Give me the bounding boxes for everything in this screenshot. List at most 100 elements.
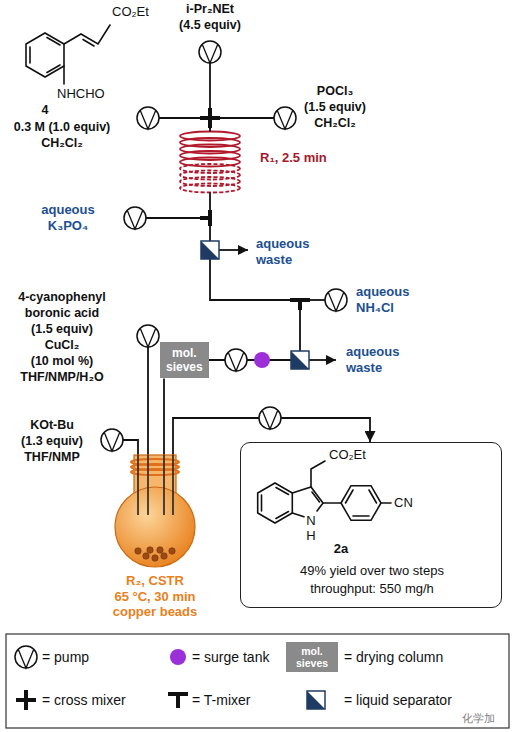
copper-bead — [157, 547, 163, 553]
pump-symbol — [274, 107, 296, 129]
group-label: NHCHO — [57, 86, 105, 102]
pump-symbol — [137, 107, 159, 129]
tube — [209, 63, 211, 110]
double-bond — [30, 38, 60, 73]
tube — [123, 440, 138, 456]
benzene-ring — [26, 33, 64, 77]
reagent-text: POCl₃ — [317, 84, 353, 99]
reagent-text: i-Pr₂NEt — [186, 2, 234, 17]
pump-symbol — [259, 407, 281, 429]
legend-text: = pump — [42, 649, 89, 666]
legend-sample-label: mol. sieves — [296, 645, 328, 669]
pump-valve — [262, 410, 278, 429]
copper-bead — [147, 547, 153, 553]
pump-valve — [202, 44, 218, 63]
reagent-text: (1.3 equiv) — [21, 434, 83, 449]
chemical-bond — [311, 461, 325, 487]
liquid-separator — [291, 351, 309, 369]
chemical-bond — [258, 483, 293, 523]
column-label: mol. sieves — [166, 346, 203, 375]
pump-circle — [325, 289, 347, 311]
t-mixer — [298, 300, 302, 310]
pump-valve — [328, 292, 344, 311]
reactor-label: R₁, 2.5 min — [260, 150, 327, 166]
t-mixer — [176, 694, 180, 708]
atom-label: N — [306, 513, 315, 529]
reagent-text: 4-cyanophenyl — [18, 290, 106, 305]
solvent-text: THF/NMP/H₂O — [20, 370, 103, 385]
reagent-text: (4.5 equiv) — [179, 18, 241, 33]
throughput-text: throughput: 550 mg/h — [310, 581, 434, 597]
legend-text: = T-mixer — [192, 692, 250, 709]
stream-label: aqueous waste — [256, 236, 309, 267]
legend-text: = drying column — [344, 649, 443, 666]
flow-line — [209, 198, 300, 360]
drying-column: mol. sieves — [160, 342, 209, 379]
legend-frame — [6, 634, 509, 728]
pump-valve — [104, 432, 120, 451]
pump-valve — [277, 110, 293, 129]
reagent-text: CuCl₂ — [45, 338, 80, 353]
coil-turn — [180, 177, 240, 186]
pump-valve — [140, 328, 156, 347]
reagent-text: KOt-Bu — [30, 418, 74, 433]
compound-number: 2a — [334, 541, 348, 557]
double-bond — [83, 40, 94, 47]
pump-symbol — [124, 207, 146, 229]
stream-label: aqueous waste — [346, 344, 399, 375]
pump-circle — [199, 41, 221, 63]
tube — [218, 117, 274, 119]
chemical-bond — [312, 492, 320, 502]
solvent-text: CH₂Cl₂ — [41, 136, 83, 151]
cstr-flask: R₂, CSTR65 °C, 30 mincopper beads — [100, 455, 210, 620]
tube — [147, 455, 149, 515]
pump-symbol — [225, 349, 247, 371]
pump-circle — [259, 407, 281, 429]
pump-symbol — [137, 325, 159, 347]
tube — [137, 455, 139, 515]
coil-drawing — [176, 128, 244, 198]
tube — [308, 299, 325, 301]
pump-circle — [225, 349, 247, 371]
pump-circle — [101, 429, 123, 451]
flask-drawing — [100, 455, 210, 573]
pump-circle — [137, 325, 159, 347]
tube — [172, 455, 174, 515]
pump-symbol — [325, 289, 347, 311]
legend-text: = cross mixer — [42, 692, 126, 709]
legend-text: = liquid separator — [344, 692, 452, 709]
liquid-separator — [307, 691, 325, 709]
pump-circle — [124, 207, 146, 229]
copper-bead — [135, 548, 141, 554]
pump-circle — [137, 107, 159, 129]
group-label: CO₂Et — [112, 4, 149, 20]
group-label: CO₂Et — [329, 447, 366, 463]
chemical-bond — [346, 490, 377, 516]
yield-text: 49% yield over two steps — [300, 563, 444, 579]
pump-valve — [127, 210, 143, 229]
copper-bead — [161, 553, 167, 559]
copper-bead — [169, 548, 175, 554]
reagent-text: (1.5 equiv) — [31, 322, 93, 337]
tube — [159, 117, 202, 119]
reactor-condition: copper beads — [100, 604, 210, 620]
product-box: CO₂EtNHCN2a49% yield over two stepsthrou… — [240, 442, 502, 608]
liquid-separator — [291, 351, 309, 369]
reagent-text: 0.3 M (1.0 equiv) — [14, 120, 111, 135]
liquid-separator — [201, 241, 219, 259]
pump-valve — [228, 352, 244, 371]
reactor-coil: R₁, 2.5 min — [176, 128, 244, 198]
chemical-bond — [381, 502, 391, 504]
flask-body — [115, 487, 195, 567]
reactor-condition: 65 °C, 30 min — [100, 589, 210, 605]
cross-mixer — [16, 698, 36, 702]
coil-turn — [180, 158, 240, 167]
reactor-label: R₂, CSTR — [100, 573, 210, 589]
solvent-text: THF/NMP — [24, 450, 80, 465]
legend-text: = surge tank — [192, 649, 269, 666]
liquid-separator — [201, 241, 219, 259]
watermark: 化学加 — [462, 712, 495, 725]
reagent-text: (10 mol %) — [31, 354, 94, 369]
waste-arrow — [219, 249, 248, 251]
